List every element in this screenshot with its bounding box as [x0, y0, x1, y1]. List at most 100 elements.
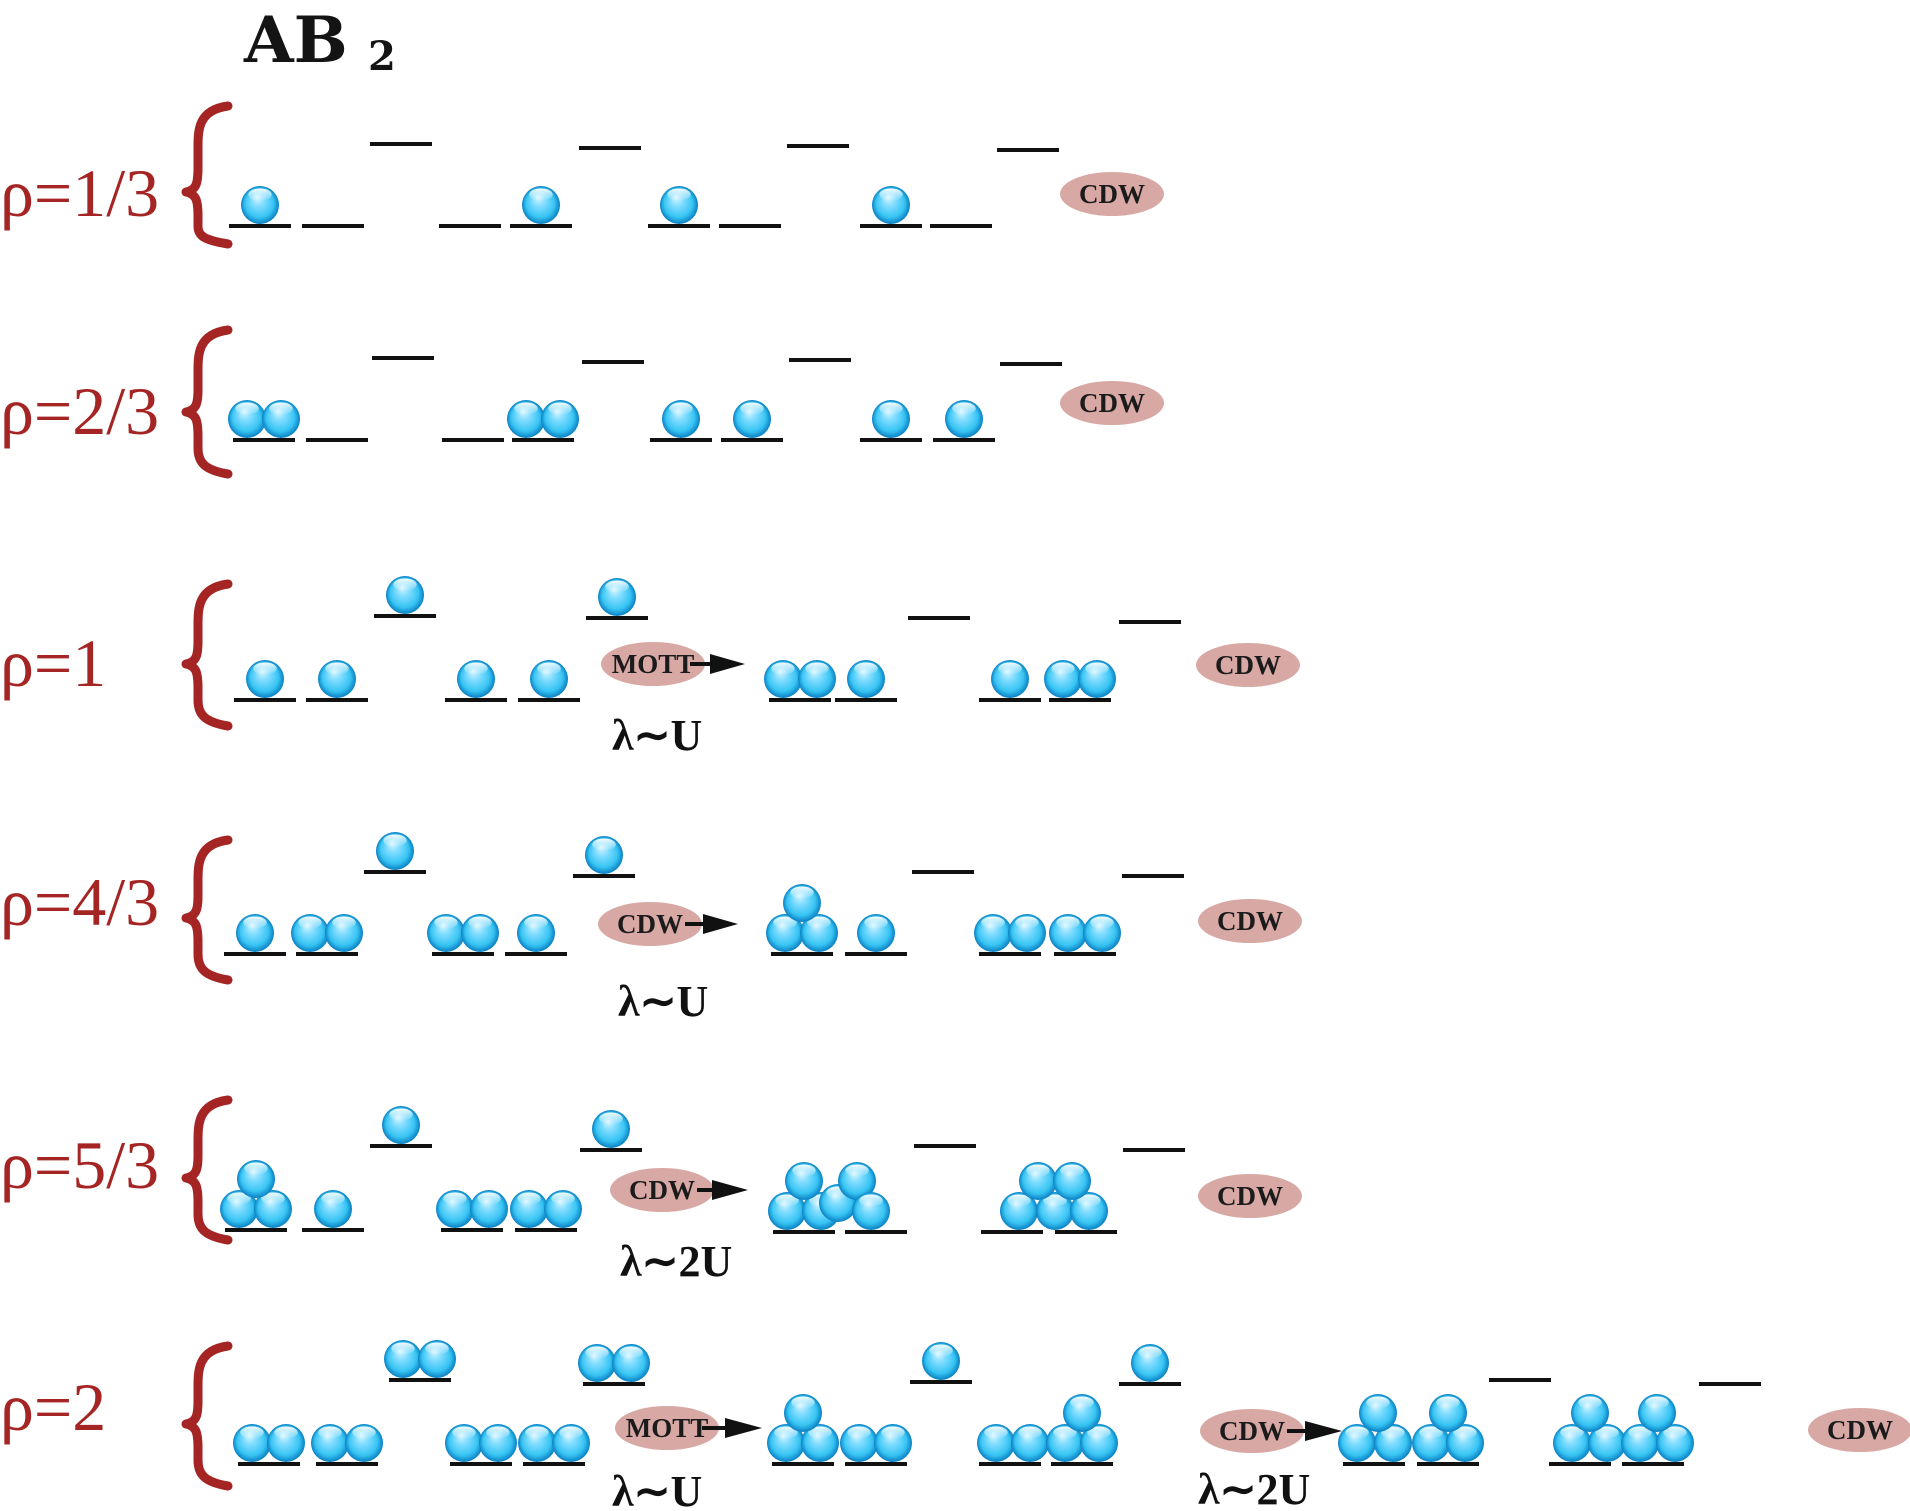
- cdw-pill: [1808, 1408, 1910, 1452]
- boson-particle: [1621, 1424, 1659, 1462]
- brace-row-4-3: [181, 835, 233, 985]
- boson-particle: [1638, 1394, 1676, 1432]
- cdw-pill-label: CDW: [1079, 388, 1145, 418]
- cdw-pill: [598, 902, 702, 946]
- final-phase-row-5-3: CDW: [1198, 1174, 1302, 1218]
- final-phase-row-2-3: CDW: [1060, 381, 1164, 425]
- boson-particle: [785, 1162, 823, 1200]
- boson-particle: [1083, 914, 1121, 952]
- boson-particle: [733, 400, 771, 438]
- mott-pill-label: MOTT: [612, 649, 695, 679]
- boson-particle: [768, 1192, 806, 1230]
- boson-particle: [345, 1424, 383, 1462]
- transition-mott-row-1: MOTT λ∼U: [601, 642, 745, 760]
- boson-particle: [847, 660, 885, 698]
- boson-particle: [507, 400, 545, 438]
- boson-particle: [840, 1424, 878, 1462]
- mott-pill-label: MOTT: [626, 1413, 709, 1443]
- cdw-pill-label: CDW: [1827, 1415, 1893, 1445]
- arrowhead-icon: [712, 1180, 748, 1200]
- boson-particle: [1049, 914, 1087, 952]
- final-phase-row-1: CDW: [1196, 643, 1300, 687]
- boson-particle: [1359, 1394, 1397, 1432]
- boson-particle: [314, 1190, 352, 1228]
- boson-particle: [857, 914, 895, 952]
- arrowhead-icon: [710, 654, 745, 674]
- boson-particle: [612, 1344, 650, 1382]
- boson-particle: [1446, 1424, 1484, 1462]
- boson-particle: [262, 400, 300, 438]
- boson-particle: [1000, 1192, 1038, 1230]
- cdw-pill: [1060, 381, 1164, 425]
- boson-particle: [838, 1162, 876, 1200]
- cdw-pill: [1196, 643, 1300, 687]
- density-label-2: ρ=2: [0, 1369, 106, 1445]
- boson-particle: [1053, 1162, 1091, 1200]
- boson-particle: [311, 1424, 349, 1462]
- particles: [220, 186, 1694, 1462]
- boson-particle: [318, 660, 356, 698]
- boson-particle: [1011, 1424, 1049, 1462]
- cdw-pill-label: CDW: [1217, 906, 1283, 936]
- boson-particle: [510, 1190, 548, 1228]
- boson-particle: [1078, 660, 1116, 698]
- boson-particle: [872, 400, 910, 438]
- cdw-pill-label: CDW: [629, 1175, 695, 1205]
- boson-particle: [1008, 914, 1046, 952]
- brace-row-1: [181, 579, 233, 731]
- boson-particle: [246, 660, 284, 698]
- brace-row-2: [181, 1341, 233, 1491]
- transition-cdw-row-5-3: CDW λ∼2U: [610, 1168, 748, 1286]
- boson-particle: [461, 914, 499, 952]
- boson-particle: [1588, 1424, 1626, 1462]
- boson-particle: [1046, 1424, 1084, 1462]
- boson-particle: [220, 1190, 258, 1228]
- boson-particle: [384, 1340, 422, 1378]
- boson-particle: [522, 186, 560, 224]
- coupling-label: λ∼U: [612, 711, 702, 760]
- boson-particle: [872, 186, 910, 224]
- boson-particle: [598, 578, 636, 616]
- boson-particle: [662, 400, 700, 438]
- boson-particle: [784, 1394, 822, 1432]
- boson-particle: [660, 186, 698, 224]
- title-subscript: 2: [368, 33, 396, 80]
- boson-particle: [764, 660, 802, 698]
- boson-particle: [783, 884, 821, 922]
- transition-cdw-row-2: CDW λ∼2U: [1198, 1409, 1342, 1511]
- boson-particle: [1044, 660, 1082, 698]
- boson-particle: [578, 1344, 616, 1382]
- transition-cdw-row-4-3: CDW λ∼U: [598, 902, 738, 1026]
- boson-particle: [767, 1424, 805, 1462]
- boson-particle: [254, 1190, 292, 1228]
- cdw-pill-label: CDW: [1217, 1181, 1283, 1211]
- boson-particle: [1553, 1424, 1591, 1462]
- brace-row-2-3: [181, 325, 233, 479]
- boson-particle: [798, 660, 836, 698]
- final-phase-row-4-3: CDW: [1198, 899, 1302, 943]
- boson-particle: [922, 1342, 960, 1380]
- boson-particle: [800, 914, 838, 952]
- boson-particle: [977, 1424, 1015, 1462]
- boson-particle: [382, 1106, 420, 1144]
- final-phase-row-1-3: CDW: [1060, 172, 1164, 216]
- arrowhead-icon: [703, 914, 738, 934]
- boson-particle: [1036, 1192, 1074, 1230]
- cdw-pill-label: CDW: [1215, 650, 1281, 680]
- arrowhead-icon: [1305, 1421, 1342, 1441]
- brace-row-1-3: [181, 101, 233, 249]
- density-label-1-3: ρ=1/3: [0, 155, 159, 231]
- boson-particle: [291, 914, 329, 952]
- boson-particle: [801, 1424, 839, 1462]
- boson-particle: [552, 1424, 590, 1462]
- boson-particle: [1338, 1424, 1376, 1462]
- transition-mott-row-2: MOTT λ∼U: [612, 1406, 762, 1511]
- cdw-pill: [610, 1168, 714, 1212]
- cdw-pill-label: CDW: [1219, 1416, 1285, 1446]
- cdw-pill-label: CDW: [617, 909, 683, 939]
- boson-particle: [427, 914, 465, 952]
- coupling-label: λ∼U: [618, 977, 708, 1026]
- boson-particle: [530, 660, 568, 698]
- boson-particle: [1019, 1162, 1057, 1200]
